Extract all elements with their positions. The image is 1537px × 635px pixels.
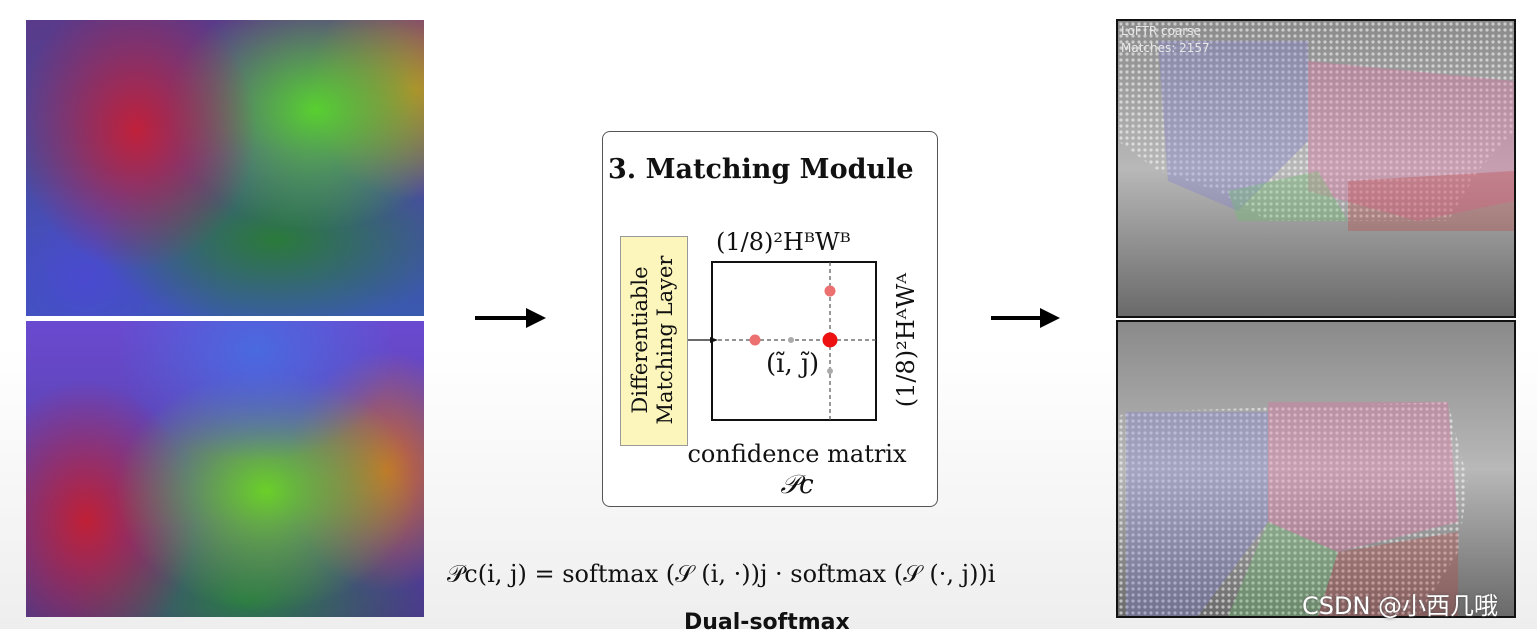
row-weak-dot: [788, 337, 794, 343]
row-match-dot: [750, 335, 761, 346]
matrix-caption: confidence matrix: [603, 440, 991, 468]
arrow-right-icon: [986, 303, 1066, 333]
match-photo-bottom: [1116, 320, 1516, 618]
col-match-dot: [825, 286, 836, 297]
arrow-left-icon: [470, 303, 550, 333]
matching-layer-label: Differentiable Matching Layer: [620, 236, 686, 444]
feature-map-top: [26, 20, 424, 316]
match-photo-top: LoFTR coarse Matches: 2157: [1116, 19, 1516, 318]
cell-label: (ĩ, j̃): [766, 349, 819, 379]
matrix-side-label: (1/8)²HᴬWᴬ: [892, 240, 920, 440]
overlay-title: LoFTR coarse: [1121, 23, 1210, 40]
watermark: CSDN @小西几哦: [1302, 586, 1498, 621]
matrix-frame: [712, 262, 876, 420]
formula-caption: Dual-softmax: [684, 610, 850, 635]
feature-map-bottom: [26, 321, 424, 617]
dual-softmax-formula: 𝒫c(i, j) = softmax (𝒮 (i, ·))j · softmax…: [447, 560, 995, 588]
layer-label-line1: Differentiable: [628, 240, 653, 440]
module-title: 3. Matching Module: [608, 154, 914, 185]
layer-label-line2: Matching Layer: [653, 240, 678, 440]
matrix-top-label: (1/8)²HᴮWᴮ: [716, 228, 851, 256]
col-weak-dot: [827, 368, 833, 374]
matrix-caption-symbol: 𝒫c: [603, 470, 991, 501]
match-overlay-bottom: [1118, 322, 1514, 616]
confidence-matrix: [686, 260, 886, 425]
overlay-match-count: Matches: 2157: [1121, 40, 1210, 57]
match-overlay-top: [1118, 21, 1514, 316]
mutual-match-dot: [823, 333, 838, 348]
